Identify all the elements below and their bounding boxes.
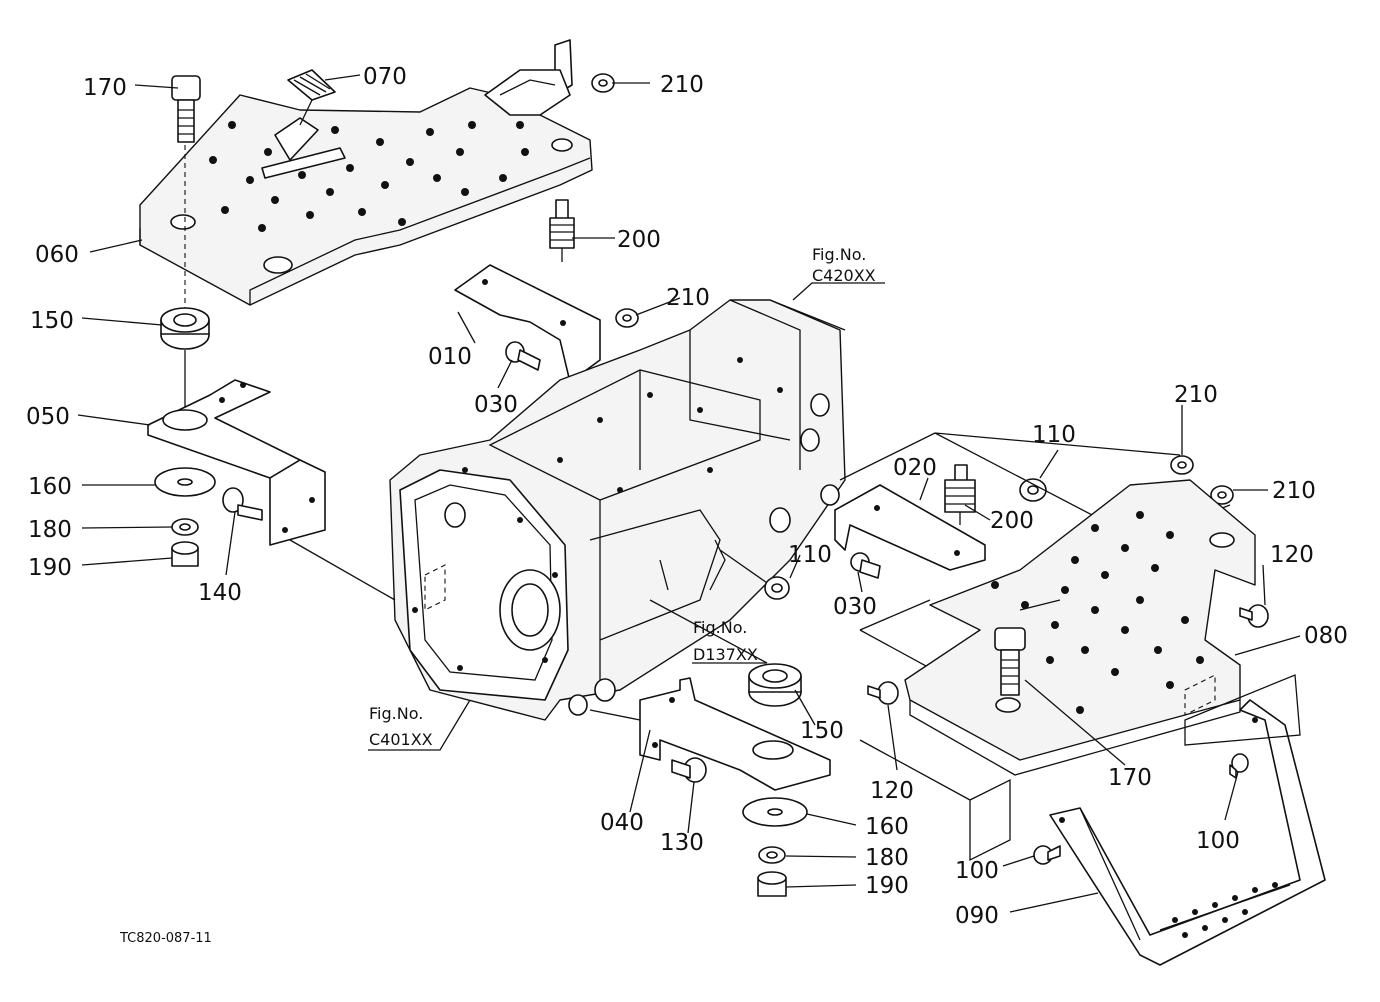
stud-200-right [944, 464, 976, 525]
plate-bracket [484, 39, 573, 116]
label-180-left: 180 [28, 517, 72, 543]
fig-ref-c420-code: C420XX [812, 266, 876, 285]
stud-200-top [549, 199, 575, 262]
label-120-left: 120 [870, 778, 914, 804]
label-090: 090 [955, 903, 999, 929]
label-170-right: 170 [1108, 765, 1152, 791]
bolt-030-top [505, 341, 541, 371]
label-120-right: 120 [1270, 542, 1314, 568]
label-210-right-a: 210 [1174, 382, 1218, 408]
bearing-150-left [160, 307, 210, 350]
bolt-100-right [1229, 753, 1249, 779]
figure-references: Fig.No. C420XX Fig.No. D137XX Fig.No. C4… [369, 245, 876, 749]
label-060: 060 [35, 242, 79, 268]
bushing-110-right [1019, 478, 1047, 502]
label-200-right: 200 [990, 508, 1034, 534]
washer-160-left [154, 467, 216, 497]
bolt-130 [671, 757, 707, 783]
pedal-pad-070 [287, 69, 336, 126]
label-010: 010 [428, 344, 472, 370]
label-130: 130 [660, 830, 704, 856]
step-090 [1049, 699, 1326, 966]
nut-210-right-a [1170, 455, 1194, 475]
bolt-120-left [867, 681, 899, 705]
label-150-left: 150 [30, 308, 74, 334]
floor-plate-right-080 [904, 479, 1256, 776]
label-160-right: 160 [865, 814, 909, 840]
label-140: 140 [198, 580, 242, 606]
label-170-top: 170 [83, 75, 127, 101]
bolt-120-right [1239, 604, 1269, 628]
floor-plate-left-060 [139, 87, 593, 306]
spring-washer-180-left [171, 518, 199, 536]
fig-ref-d137-title: Fig.No. [693, 618, 747, 637]
bolt-140 [222, 487, 263, 521]
bracket-050 [147, 379, 326, 546]
label-080: 080 [1304, 623, 1348, 649]
label-100-left: 100 [955, 858, 999, 884]
label-040: 040 [600, 810, 644, 836]
leader-lines [77, 74, 1301, 913]
label-030-right: 030 [833, 594, 877, 620]
label-200-top: 200 [617, 227, 661, 253]
label-030-top: 030 [474, 392, 518, 418]
nut-210-mid [615, 308, 639, 328]
spring-washer-180-right [758, 846, 786, 864]
label-180-right: 180 [865, 845, 909, 871]
fig-ref-c401-title: Fig.No. [369, 704, 423, 723]
label-070: 070 [363, 64, 407, 90]
fig-ref-c420-title: Fig.No. [812, 245, 866, 264]
bolt-170-right [994, 627, 1026, 696]
label-210-right-b: 210 [1272, 478, 1316, 504]
bracket-040 [639, 677, 831, 791]
nut-210-right-b [1210, 485, 1234, 505]
nut-210-top [591, 73, 615, 93]
bushing-110-mid [764, 576, 790, 600]
label-150-right: 150 [800, 718, 844, 744]
bolt-100-left [1033, 845, 1061, 865]
bolt-170-top [171, 75, 201, 143]
label-210-mid: 210 [666, 285, 710, 311]
label-020: 020 [893, 455, 937, 481]
label-050: 050 [26, 404, 70, 430]
label-210-top: 210 [660, 72, 704, 98]
bolt-030-right [850, 552, 881, 579]
drawing-code: TC820-087-11 [119, 931, 212, 946]
transmission-case [389, 299, 846, 721]
label-100-right: 100 [1196, 828, 1240, 854]
bearing-150-right [748, 663, 802, 707]
label-110-right: 110 [1032, 422, 1076, 448]
fig-ref-c401-code: C401XX [369, 730, 433, 749]
label-110-mid: 110 [788, 542, 832, 568]
label-160-left: 160 [28, 474, 72, 500]
plate-020 [834, 484, 986, 571]
label-190-left: 190 [28, 555, 72, 581]
nut-190-left [171, 541, 199, 567]
label-190-right: 190 [865, 873, 909, 899]
part-labels: 170 070 210 200 060 210 150 010 030 050 … [26, 64, 1348, 929]
nut-190-right [757, 871, 787, 897]
fig-ref-d137-code: D137XX [693, 645, 758, 664]
washer-160-right [742, 797, 808, 827]
